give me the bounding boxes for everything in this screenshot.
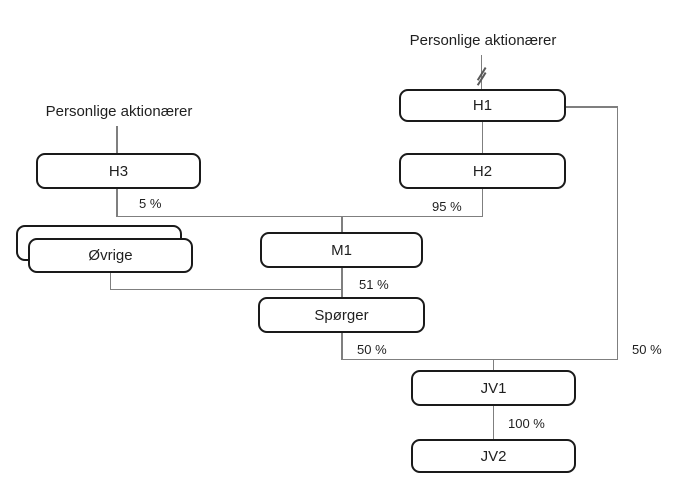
- connector-ovrige-horizontal: [109, 288, 343, 290]
- connector-h3-down: [116, 189, 118, 217]
- shareholders-label-left: Personlige aktionærer: [45, 103, 193, 120]
- connector-bottom-horizontal: [341, 358, 618, 360]
- connector-leftshareholders-h3: [116, 126, 118, 153]
- ownership-pct-sporger-jv1: 50 %: [357, 342, 387, 357]
- node-jv2: JV2: [411, 439, 576, 473]
- shareholders-label-right: Personlige aktionærer: [409, 32, 557, 49]
- node-m1: M1: [260, 232, 423, 268]
- ownership-pct-h2-m1: 95 %: [432, 199, 462, 214]
- node-jv1: JV1: [411, 370, 576, 406]
- connector-h1-h2: [481, 122, 483, 153]
- connector-jv1-up: [492, 359, 494, 370]
- ownership-pct-m1-sporger: 51 %: [359, 277, 389, 292]
- connector-sporger-down: [341, 333, 343, 359]
- ownership-pct-jv1-jv2: 100 %: [508, 416, 545, 431]
- connector-h1-right: [566, 106, 618, 108]
- node-h3: H3: [36, 153, 201, 189]
- connector-m1-sporger: [341, 267, 343, 297]
- connector-h2-down: [481, 189, 483, 217]
- node-h2: H2: [399, 153, 566, 189]
- node-sporger: Spørger: [258, 297, 425, 333]
- ownership-pct-h3-m1: 5 %: [139, 196, 162, 211]
- node-h1: H1: [399, 89, 566, 122]
- connector-junction-m1: [341, 216, 343, 232]
- connector-ovrige-down: [109, 272, 111, 289]
- connector-jv1-jv2: [492, 406, 494, 439]
- ownership-pct-h1-jv1: 50 %: [632, 342, 662, 357]
- node-ovrige: Øvrige: [28, 238, 193, 273]
- connector-junction-horizontal: [116, 215, 483, 217]
- line-break-icon: [466, 63, 496, 87]
- connector-right-vertical: [616, 106, 618, 360]
